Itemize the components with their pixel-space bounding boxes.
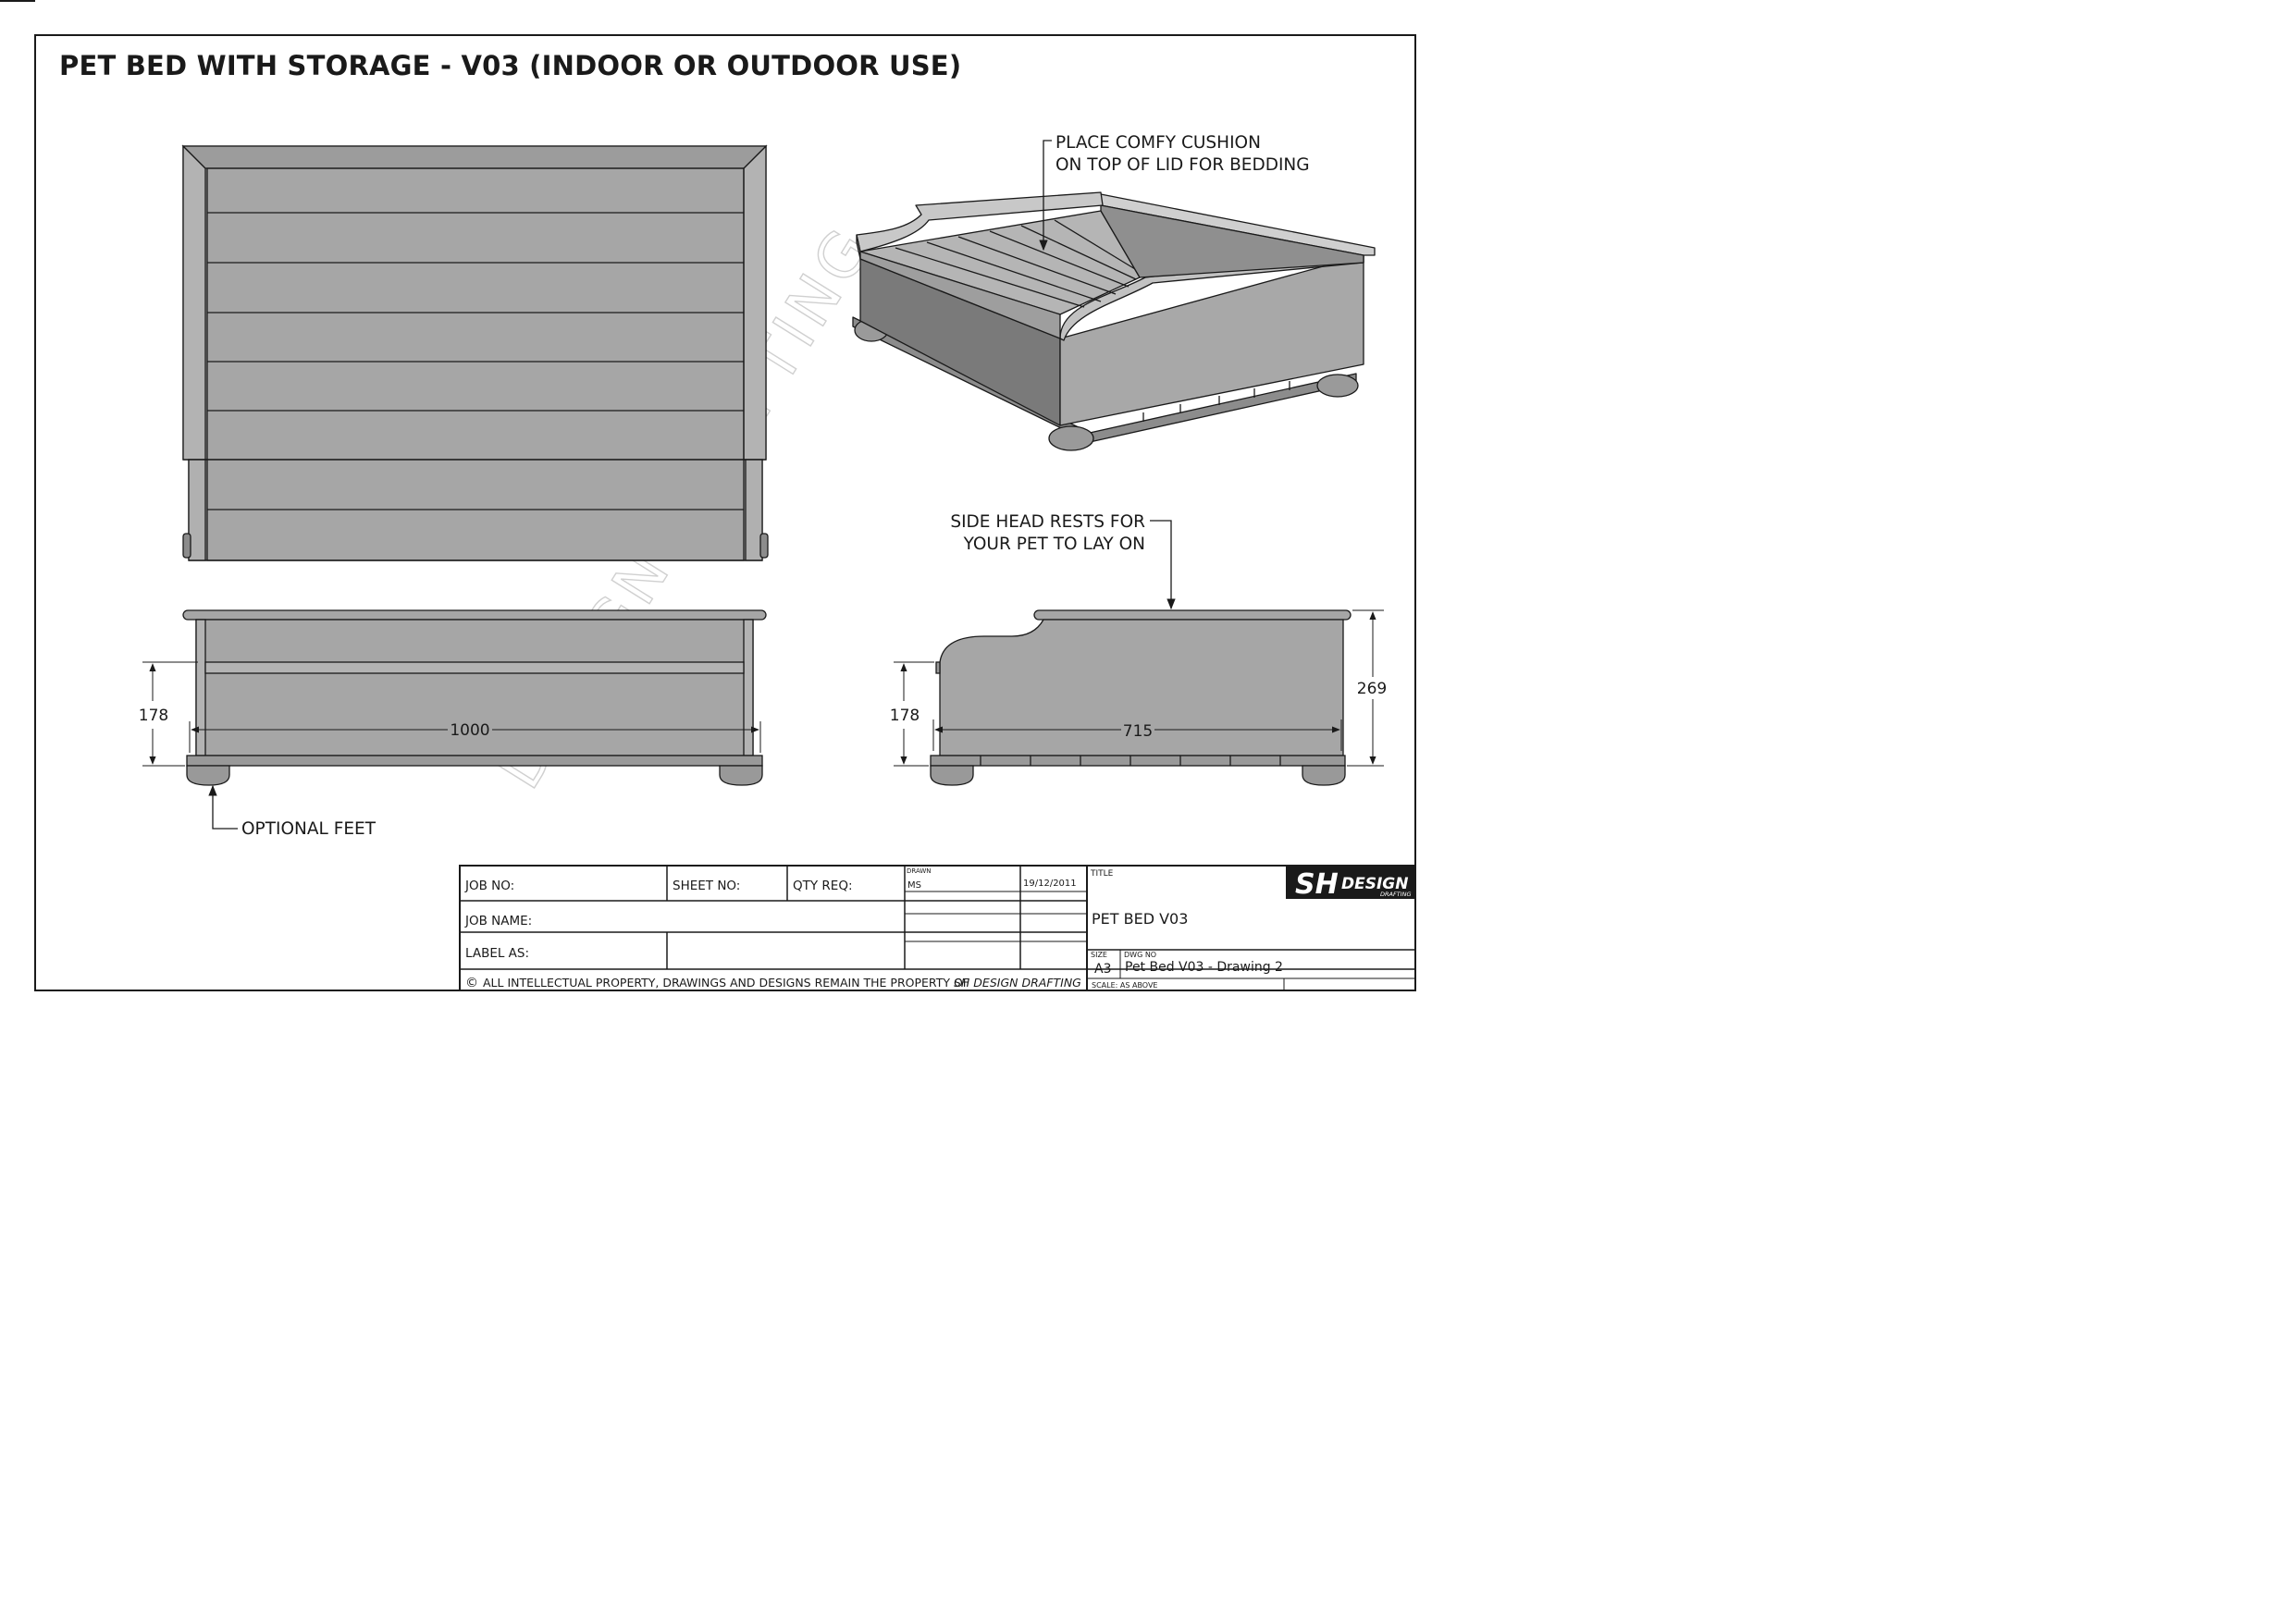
sheet-no-label: SHEET NO: (673, 879, 740, 893)
front-view-lid (182, 609, 767, 621)
top-view-right-rail (743, 144, 767, 461)
logo-word: DESIGN (1341, 875, 1408, 893)
front-view-right-post (743, 619, 754, 756)
drawing-canvas: DESIGN DRAFTING (0, 0, 1416, 991)
job-no-label: JOB NO: (464, 879, 514, 893)
sh-design-logo: SH DESIGN DRAFTING (1286, 866, 1415, 901)
side-view-plinth (930, 755, 1346, 767)
copyright-text: ALL INTELLECTUAL PROPERTY, DRAWINGS AND … (483, 976, 969, 990)
top-view-slat-area (206, 167, 745, 561)
top-view-foot-right (759, 533, 769, 559)
drawn-by-value: MS (907, 880, 921, 891)
front-view-rail (204, 661, 745, 674)
headrest-leader (1150, 520, 1176, 610)
side-view-foot-left (930, 765, 974, 786)
logo-sub: DRAFTING (1380, 891, 1412, 898)
headrest-note-line2: YOUR PET TO LAY ON (963, 535, 1145, 554)
front-view (182, 609, 767, 786)
drawing-sheet: DESIGN DRAFTING (0, 0, 1437, 1017)
cushion-note-line2: ON TOP OF LID FOR BEDDING (1055, 155, 1310, 175)
front-view-plinth (186, 755, 763, 767)
top-view-box-right (745, 459, 763, 561)
cushion-note-line1: PLACE COMFY CUSHION (1055, 133, 1261, 153)
top-view-box-left (188, 459, 206, 561)
drawn-label: DRAWN (907, 867, 932, 875)
side-view (930, 609, 1352, 786)
front-width-dim: 1000 (450, 721, 489, 740)
cushion-leader (1039, 140, 1052, 252)
copyright-owner: SH DESIGN DRAFTING (954, 976, 1081, 990)
front-view-foot-left (186, 765, 230, 786)
title-label: TITLE (1090, 869, 1114, 879)
iso-headrest-far (856, 191, 1104, 252)
scale-label: SCALE: AS ABOVE (1092, 981, 1157, 990)
label-as-label: LABEL AS: (465, 946, 529, 961)
size-label: SIZE (1091, 951, 1107, 959)
side-dimensions (894, 609, 1384, 767)
side-view-body (939, 619, 1344, 756)
size-value: A3 (1094, 962, 1111, 977)
feet-note: OPTIONAL FEET (241, 819, 376, 839)
title-value: PET BED V03 (1092, 910, 1188, 928)
page-title: PET BED WITH STORAGE - V03 (INDOOR OR OU… (59, 50, 962, 81)
iso-slat (957, 236, 1117, 295)
title-block-text: JOB NO: SHEET NO: QTY REQ: DRAWN MS 19/1… (464, 867, 1283, 990)
dwg-no-label: DWG NO (1124, 951, 1156, 959)
iso-front-rail (859, 251, 1061, 339)
headrest-note-line1: SIDE HEAD RESTS FOR (950, 512, 1145, 532)
top-view (181, 144, 769, 561)
front-view-left-post (195, 619, 206, 756)
top-view-left-rail (182, 144, 206, 461)
side-height-dim: 178 (890, 707, 920, 725)
iso-foot-right (1316, 374, 1359, 398)
side-view-foot-right (1302, 765, 1346, 786)
copyright-symbol: © (465, 976, 478, 990)
top-view-back-rail (181, 145, 768, 169)
front-view-body (195, 619, 754, 756)
title-block (459, 865, 1416, 991)
side-view-lid (1033, 609, 1352, 621)
side-total-height-dim: 269 (1357, 680, 1387, 698)
iso-slat (989, 230, 1129, 288)
front-dimensions (142, 661, 761, 767)
top-view-foot-left (182, 533, 191, 559)
front-height-dim: 178 (139, 707, 168, 725)
corner-mark (0, 0, 35, 2)
iso-side-face (1059, 254, 1364, 426)
top-view-frame (182, 145, 767, 461)
drawn-date: 19/12/2011 (1023, 879, 1077, 889)
iso-inner-wall (1100, 204, 1364, 278)
iso-foot-front (1048, 425, 1094, 451)
iso-slat (895, 247, 1085, 308)
side-depth-dim: 715 (1123, 722, 1153, 741)
dwg-no-value: Pet Bed V03 - Drawing 2 (1125, 960, 1283, 975)
qty-req-label: QTY REQ: (793, 879, 853, 893)
feet-leader (208, 784, 238, 830)
logo-mark: SH (1295, 868, 1339, 901)
front-view-foot-right (719, 765, 763, 786)
job-name-label: JOB NAME: (464, 914, 532, 928)
iso-slat (1020, 225, 1137, 280)
isometric-view (852, 191, 1376, 451)
iso-slat (926, 241, 1102, 302)
iso-slat (1054, 219, 1141, 273)
